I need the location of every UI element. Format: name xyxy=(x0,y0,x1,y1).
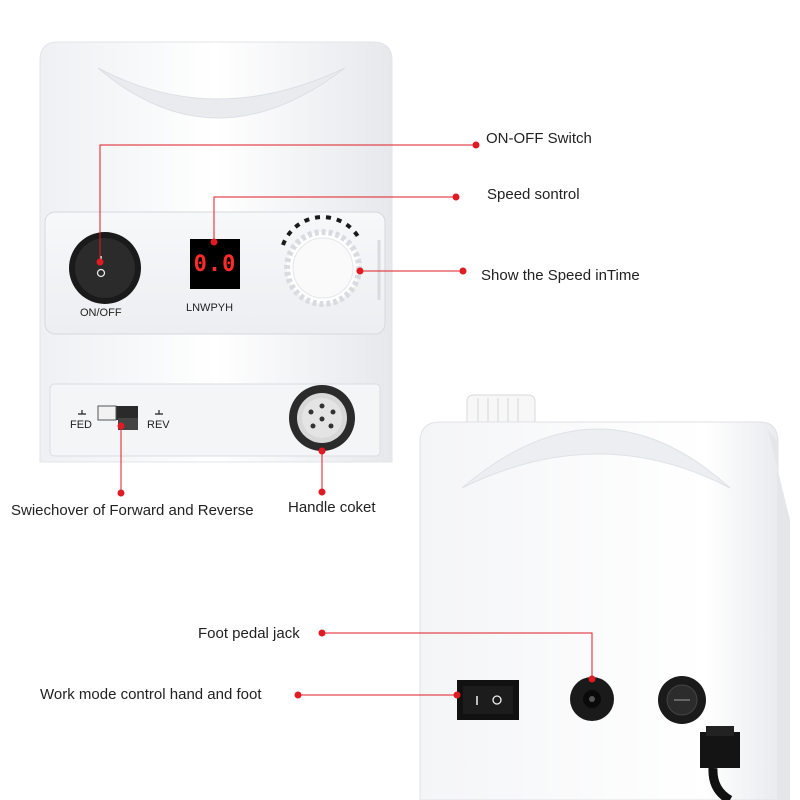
callout-speed-control: Speed sontrol xyxy=(487,186,580,203)
callout-handle-socket: Handle coket xyxy=(288,499,376,516)
mode-switch xyxy=(457,680,519,720)
speed-display xyxy=(190,239,240,289)
power-switch-label: ON/OFF xyxy=(80,307,122,319)
fuse-holder xyxy=(658,676,706,724)
display-brand-label: LNWPYH xyxy=(186,302,234,314)
callout-switchover: Swiechover of Forward and Reverse xyxy=(11,502,254,519)
leader-speed-control xyxy=(213,196,456,242)
rear-top-groove xyxy=(461,428,731,489)
front-top-groove xyxy=(97,67,346,119)
callout-foot-pedal-jack: Foot pedal jack xyxy=(198,625,300,642)
power-cord xyxy=(700,726,740,800)
forward-label: FED xyxy=(70,419,92,431)
callout-on-off-switch: ON-OFF Switch xyxy=(486,130,592,147)
callout-show-speed: Show the Speed inTime xyxy=(481,267,640,284)
callout-work-mode: Work mode control hand and foot xyxy=(40,686,262,703)
foot-pedal-jack xyxy=(570,677,614,721)
handle-socket xyxy=(289,385,355,451)
leader-on-off xyxy=(99,144,476,262)
reverse-label: REV xyxy=(147,419,170,431)
leader-foot-pedal xyxy=(322,632,593,679)
speed-knob xyxy=(281,215,362,307)
display-digits: 0.0 xyxy=(193,252,237,277)
